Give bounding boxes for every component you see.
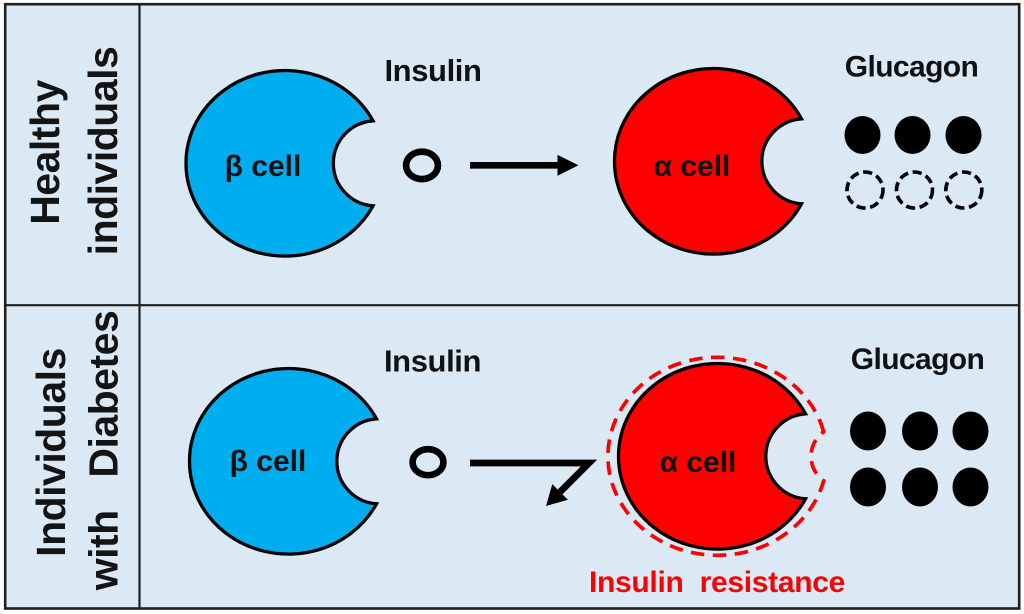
svg-text:Glucagon: Glucagon [845,51,979,84]
svg-text:β cell: β cell [230,445,307,478]
svg-text:Healthy: Healthy [22,80,68,225]
svg-text:Insulin: Insulin [384,344,481,379]
svg-text:with Diabetes: with Diabetes [81,311,127,592]
svg-text:α cell: α cell [660,446,737,479]
svg-text:β cell: β cell [225,150,302,183]
svg-text:Insulin resistance: Insulin resistance [589,566,845,599]
svg-text:α cell: α cell [654,150,731,183]
svg-text:individuals: individuals [80,47,126,256]
svg-text:Glucagon: Glucagon [851,343,985,376]
svg-text:Individuals: Individuals [28,348,74,557]
svg-text:Insulin: Insulin [384,53,481,88]
